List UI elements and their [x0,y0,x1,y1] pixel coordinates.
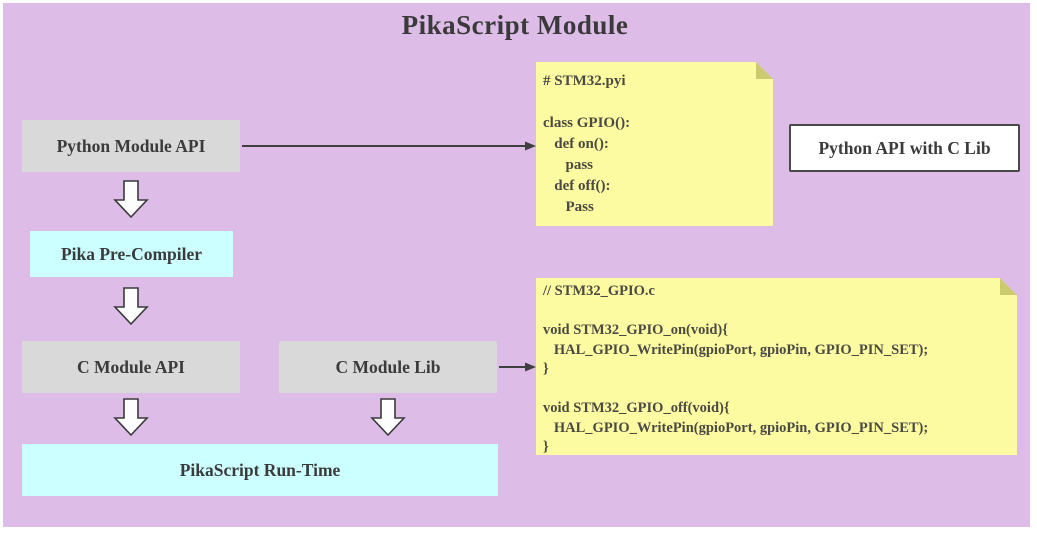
sticky-note-stm32-pyi: # STM32.pyi class GPIO(): def on(): pass… [536,62,773,226]
sticky-note-stm32-gpio-c: // STM32_GPIO.c void STM32_GPIO_on(void)… [536,278,1017,455]
node-c-module-lib-label: C Module Lib [335,356,441,377]
node-python-module-api: Python Module API [22,120,240,172]
diagram-title: PikaScript Module [401,10,629,40]
node-c-module-lib: C Module Lib [279,341,497,393]
node-c-module-api-label: C Module API [77,356,185,377]
arrow-c-module-lib-to-runtime [370,398,406,437]
node-c-module-api: C Module API [22,341,240,393]
arrow-precompiler-to-c-module-api [113,287,149,326]
arrow-python-api-to-pyi-note [242,139,536,153]
node-python-api-with-c-lib-label: Python API with C Lib [818,137,991,158]
node-pika-pre-compiler-label: Pika Pre-Compiler [60,243,203,264]
node-python-api-with-c-lib: Python API with C Lib [789,124,1020,172]
pyi-code: # STM32.pyi class GPIO(): def on(): pass… [543,73,631,215]
c-code: // STM32_GPIO.c void STM32_GPIO_on(void)… [543,283,929,455]
node-pika-pre-compiler: Pika Pre-Compiler [30,231,233,277]
arrow-c-module-lib-to-c-note [499,360,536,374]
node-pikascript-runtime-label: PikaScript Run-Time [179,459,341,480]
node-pikascript-runtime: PikaScript Run-Time [22,444,498,496]
arrow-python-api-to-precompiler [113,180,149,219]
node-python-module-api-label: Python Module API [56,135,206,156]
arrow-c-module-api-to-runtime [113,398,149,437]
